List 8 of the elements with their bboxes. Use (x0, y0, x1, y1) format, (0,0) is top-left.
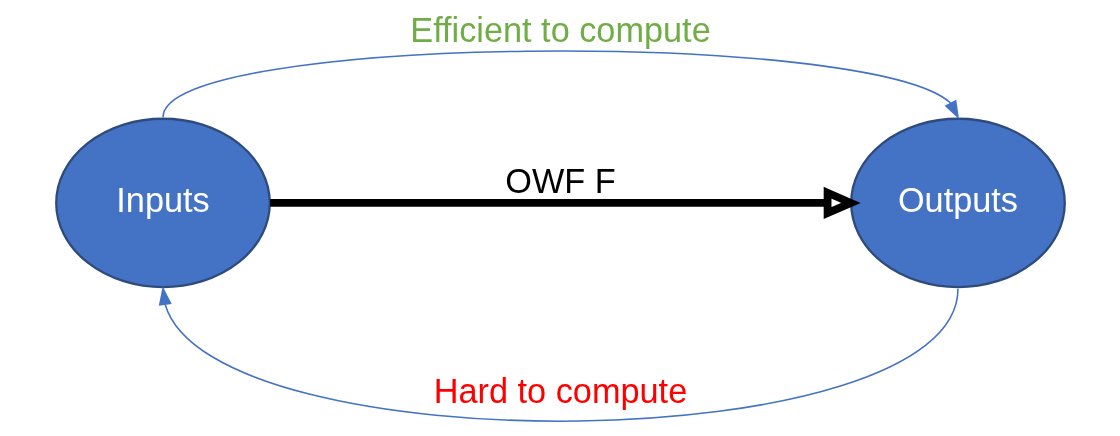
arrow (158, 286, 959, 422)
edge-label: Hard to compute (433, 372, 687, 411)
node-ellipse: Outputs (849, 117, 1066, 289)
node-ellipse: Inputs (54, 117, 271, 289)
edge-label: Efficient to compute (409, 10, 711, 49)
edge-label: OWF F (504, 161, 616, 200)
arrow (161, 50, 959, 120)
arrow (269, 186, 861, 220)
